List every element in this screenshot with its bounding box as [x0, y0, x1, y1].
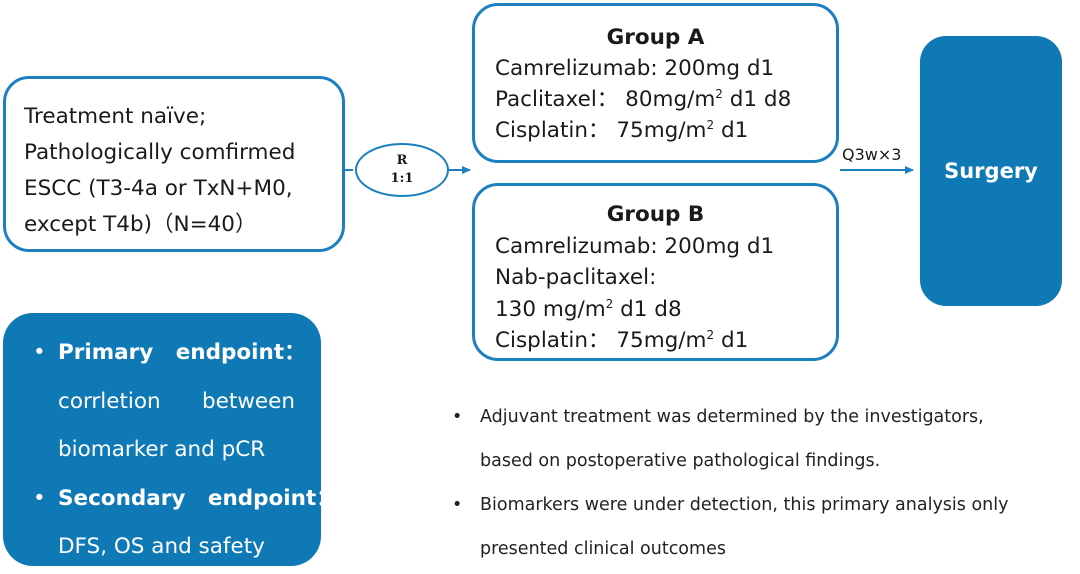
- superscript: 2: [706, 327, 715, 342]
- superscript: 2: [605, 296, 614, 311]
- note-text: presented clinical outcomes: [480, 539, 726, 559]
- group-b-drug-cisplatin: Cisplatin： 75mg/m2 d1: [495, 325, 836, 357]
- superscript: 2: [715, 86, 723, 101]
- secondary-endpoint-label: Secondary endpoint：: [58, 485, 338, 511]
- primary-endpoint-text-line: biomarker and pCR: [58, 437, 266, 462]
- randomization-label: R: [396, 153, 408, 168]
- group-a-box: Group A Camrelizumab: 200mg d1 Paclitaxe…: [472, 3, 839, 163]
- group-b-box: Group B Camrelizumab: 200mg d1 Nab-pacli…: [472, 183, 839, 361]
- note-text: Adjuvant treatment was determined by the…: [480, 407, 984, 427]
- dose-text: Cisplatin： 75mg/m: [495, 118, 707, 143]
- note-item: • Adjuvant treatment was determined by t…: [450, 395, 1070, 483]
- bullet: •: [33, 340, 46, 365]
- endpoints-box: • Primary endpoint： corrletion between bi…: [3, 313, 338, 566]
- group-a-title: Group A: [606, 25, 705, 50]
- surgery-label: Surgery: [944, 159, 1038, 183]
- dose-text: Paclitaxel： 80mg/m: [495, 87, 716, 112]
- dose-schedule: d1: [714, 118, 749, 143]
- primary-endpoint-word: corrletion: [58, 388, 161, 414]
- secondary-endpoint-text: DFS, OS and safety: [58, 534, 265, 559]
- note-text: based on postoperative pathological find…: [480, 451, 881, 471]
- cycle-label: Q3w×3: [842, 145, 902, 164]
- note-text: Biomarkers were under detection, this pr…: [480, 495, 1009, 515]
- dose-text: 130 mg/m: [495, 296, 606, 322]
- eligibility-line: ESCC (T3-4a or TxN+M0,: [24, 176, 293, 201]
- bullet: •: [452, 407, 463, 427]
- primary-endpoint-text-line: corrletion between: [33, 378, 295, 427]
- primary-endpoint-word: between: [202, 388, 295, 414]
- dose-schedule: d1: [714, 328, 749, 353]
- dose-schedule: d1 d8: [722, 87, 792, 112]
- eligibility-line: Treatment naïve;: [24, 104, 207, 129]
- secondary-endpoint-heading: • Secondary endpoint：: [33, 475, 338, 524]
- eligibility-line: except T4b)（N=40）: [24, 212, 257, 237]
- group-a-drug-paclitaxel: Paclitaxel： 80mg/m2 d1 d8: [495, 84, 836, 115]
- eligibility-line: Pathologically comfirmed: [24, 140, 296, 165]
- eligibility-box: Treatment naïve; Pathologically comfirme…: [3, 76, 345, 252]
- bullet: •: [33, 485, 46, 511]
- dose-text: Cisplatin： 75mg/m: [495, 328, 707, 353]
- randomization-node: R 1:1: [355, 143, 449, 197]
- dose-schedule: d1 d8: [613, 296, 682, 322]
- randomization-ratio: 1:1: [390, 171, 414, 186]
- superscript: 2: [706, 117, 715, 132]
- surgery-box: Surgery: [920, 36, 1062, 306]
- primary-endpoint-label: Primary endpoint：: [58, 340, 306, 365]
- group-b-drug-nab-paclitaxel: Nab-paclitaxel:: [495, 265, 657, 290]
- bullet: •: [452, 495, 463, 515]
- note-item: • Biomarkers were under detection, this …: [450, 483, 1070, 571]
- group-a-drug-camrelizumab: Camrelizumab: 200mg d1: [495, 56, 775, 81]
- group-b-drug-camrelizumab: Camrelizumab: 200mg d1: [495, 233, 775, 259]
- group-b-title: Group B: [606, 202, 705, 227]
- primary-endpoint-heading: • Primary endpoint：: [33, 329, 306, 378]
- group-b-nab-paclitaxel-dose: 130 mg/m2 d1 d8: [495, 294, 836, 326]
- notes-list: • Adjuvant treatment was determined by t…: [450, 395, 1070, 571]
- group-a-drug-cisplatin: Cisplatin： 75mg/m2 d1: [495, 115, 836, 146]
